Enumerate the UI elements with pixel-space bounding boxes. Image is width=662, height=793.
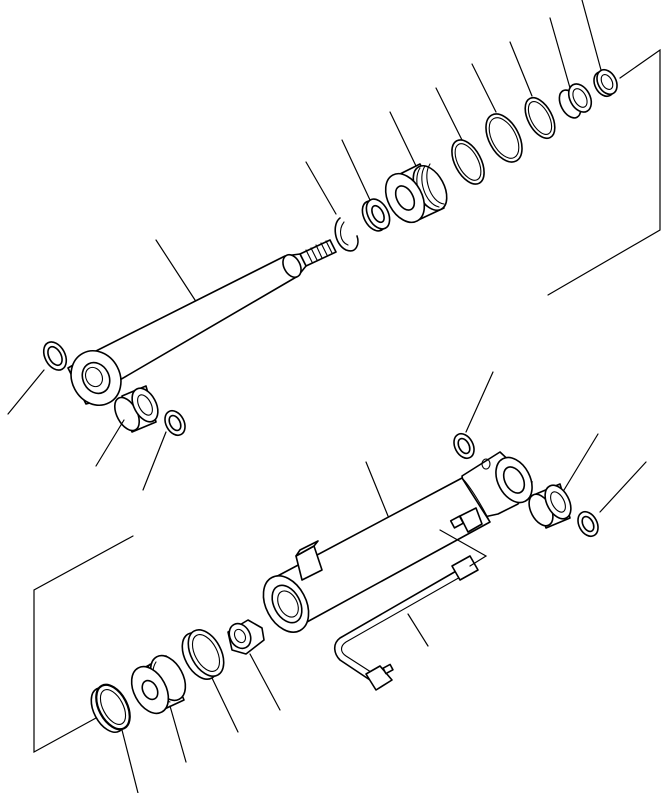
tube-eye-seal-top [453, 432, 475, 460]
piston-wear-ring [181, 629, 225, 680]
leader-lines [7, 0, 647, 793]
cylinder-head [384, 163, 448, 224]
lower-group-bracket [33, 535, 134, 754]
piston [130, 654, 187, 715]
cylinder-tube [262, 451, 533, 633]
tube-bushing [528, 483, 572, 529]
rod-eye-seal-right [164, 409, 186, 437]
piston-seal [90, 683, 131, 733]
tube-eye-seal-right [577, 510, 599, 538]
hydraulic-pipe [333, 555, 479, 691]
head-o-ring-2 [524, 96, 556, 140]
piston-nut [227, 619, 265, 655]
head-backup-ring [485, 113, 523, 163]
piston-rod [67, 239, 337, 406]
rod-eye-seal-left [42, 341, 68, 371]
snap-ring [334, 217, 359, 252]
rod-eye-bushing [113, 385, 159, 433]
rod-packing [593, 68, 618, 98]
rod-bushing [558, 83, 593, 119]
head-o-ring [451, 139, 485, 185]
upper-group-bracket [547, 48, 661, 296]
